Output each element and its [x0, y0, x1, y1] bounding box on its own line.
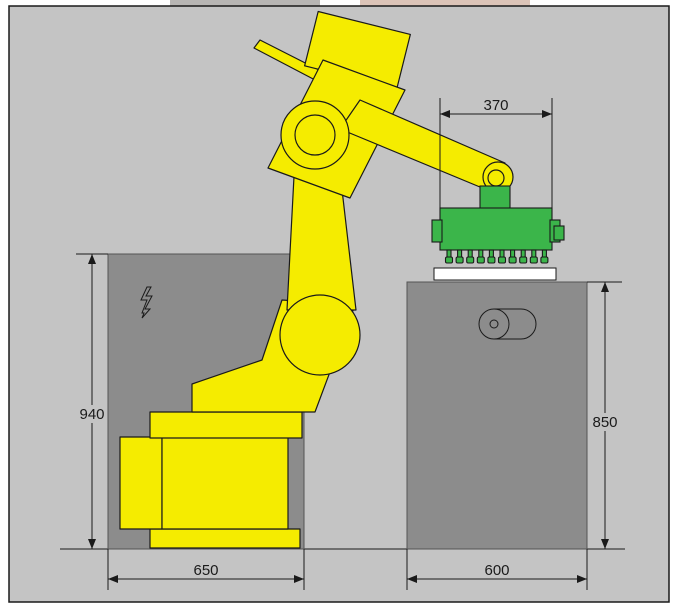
- suction-cup: [540, 256, 549, 264]
- carried-panel: [433, 267, 557, 281]
- suction-cup: [455, 256, 464, 264]
- robot-base-body: [161, 436, 289, 530]
- suction-cups: [444, 249, 549, 264]
- robot-base-side: [119, 436, 163, 530]
- robot-wrist-inner: [487, 169, 505, 187]
- gripper-side-cap: [553, 225, 565, 241]
- gripper-side-left: [431, 219, 443, 243]
- suction-cup: [476, 256, 485, 264]
- gripper-body: [439, 207, 553, 251]
- dimension-conveyor-width: [406, 549, 588, 590]
- dimension-label-650: 650: [193, 562, 218, 579]
- lightning-bolt-icon: [140, 286, 153, 319]
- dimension-cabinet-height: [76, 253, 108, 549]
- suction-cup: [466, 256, 475, 264]
- label-bg-850: [591, 413, 619, 431]
- label-bg-940: [79, 405, 107, 423]
- suction-cup: [497, 256, 507, 264]
- dimension-label-940: 940: [79, 406, 104, 423]
- dimension-label-850: 850: [592, 414, 617, 431]
- robot-shoulder-inner: [294, 114, 336, 156]
- suction-cup: [508, 256, 517, 264]
- suction-cup: [529, 256, 538, 264]
- dimension-gripper-width: [439, 98, 553, 210]
- vacuum-gripper: [431, 185, 565, 264]
- robot-elbow-joint: [279, 294, 361, 376]
- dimension-label-600: 600: [484, 562, 509, 579]
- dimension-label-370: 370: [483, 97, 508, 114]
- robot-base-foot: [149, 528, 301, 549]
- robot-arm: [119, 10, 514, 549]
- roller-icon: [478, 308, 537, 340]
- gripper-neck: [479, 185, 511, 211]
- suction-cup: [487, 256, 496, 264]
- suction-cup: [519, 256, 528, 264]
- suction-cup: [444, 256, 454, 264]
- dimension-base-width: [107, 549, 305, 590]
- robot-base-top: [149, 411, 303, 439]
